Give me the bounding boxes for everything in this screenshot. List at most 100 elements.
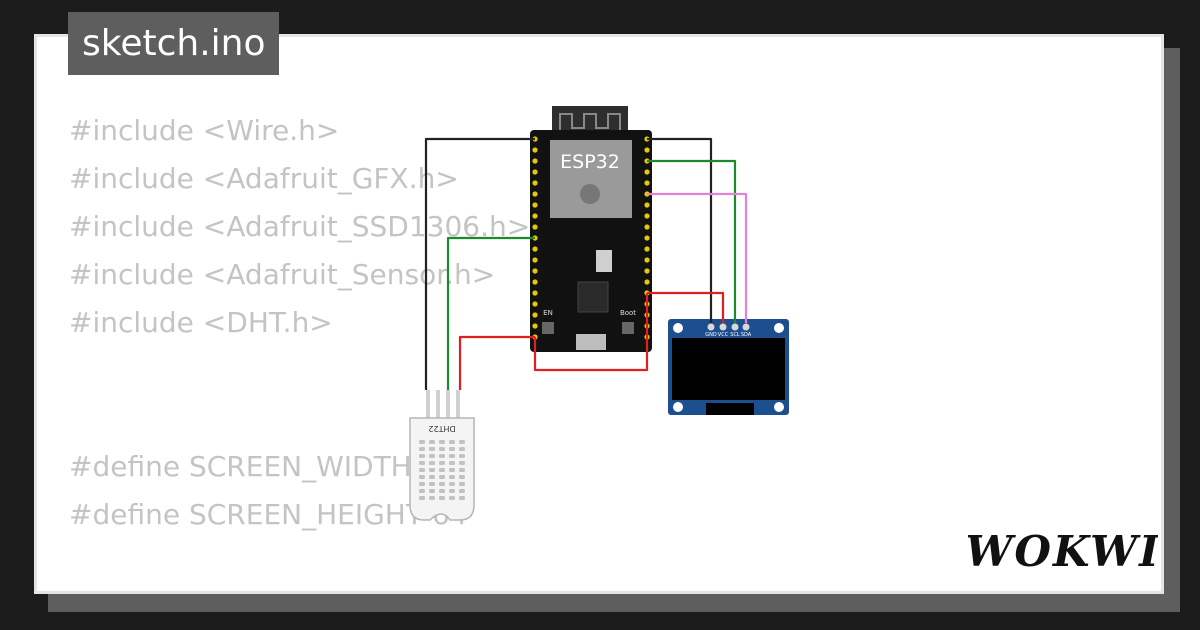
board-label: ESP32 [560,151,620,173]
grill-slot [449,461,455,465]
grill-slot [449,475,455,479]
header-pin [644,268,650,274]
wire-power-loop [533,293,649,372]
usb-connector [576,334,606,350]
oled-screen [672,338,785,400]
header-pin [532,290,538,296]
grill-slot [419,454,425,458]
grill-slot [419,468,425,472]
header-pin [644,235,650,241]
grill-slot [429,454,435,458]
grill-slot [459,454,465,458]
grill-slot [439,482,445,486]
header-pin [532,268,538,274]
grill-slot [459,440,465,444]
grill-slot [439,496,445,500]
wire-sensor-data [446,236,535,390]
sensor-grill [419,440,465,500]
grill-slot [449,496,455,500]
sensor-pin [436,390,440,420]
grill-slot [429,468,435,472]
wokwi-logo: WOKWI [968,527,1158,576]
grill-slot [439,475,445,479]
sensor-label: DHT22 [428,424,455,433]
wire-oled-scl [647,159,737,323]
header-pin [532,158,538,164]
header-pin [644,202,650,208]
regulator [596,250,612,272]
grill-slot [459,475,465,479]
wire-oled-vcc [647,291,725,323]
mount-hole [673,402,683,412]
header-pin [644,246,650,252]
header-pin [644,180,650,186]
oled-display: GND VCC SCL SDA [668,319,789,415]
grill-slot [449,482,455,486]
header-pin [532,246,538,252]
header-pin [532,169,538,175]
header-pin [644,224,650,230]
grill-slot [429,461,435,465]
header-pin [532,279,538,285]
boot-button [622,322,634,334]
header-pin [532,312,538,318]
grill-slot [419,461,425,465]
grill-slot [419,489,425,493]
grill-slot [419,482,425,486]
grill-slot [459,489,465,493]
grill-slot [439,461,445,465]
wire-gnd-sensor [424,137,535,390]
mount-hole [774,323,784,333]
code-line: #define SCREEN_HEIGHT 64 [69,498,468,531]
header-pin [644,213,650,219]
header-pin [644,169,650,175]
header-pin [644,257,650,263]
usb-chip [577,281,609,313]
code-line: #include <DHT.h> [69,306,333,339]
grill-slot [419,475,425,479]
wire-gnd-oled [647,137,713,323]
wire-sensor-vcc [458,335,535,390]
boot-label: Boot [620,309,636,317]
wire-oled-sda [647,192,748,323]
header-pin [532,202,538,208]
wires [424,137,748,390]
code-line: #include <Adafruit_GFX.h> [69,162,459,195]
dht22-sensor: DHT22 [409,390,475,521]
grill-slot [429,496,435,500]
grill-slot [459,496,465,500]
grill-slot [429,482,435,486]
en-label: EN [543,309,553,317]
header-pin [532,180,538,186]
espressif-logo-icon [580,184,600,204]
grill-slot [439,489,445,493]
pin-label-vcc: VCC [718,332,729,338]
grill-slot [429,489,435,493]
grill-slot [439,447,445,451]
mount-hole [673,323,683,333]
oled-pin-scl [731,323,739,331]
pin-label-gnd: GND [705,332,717,338]
grill-slot [449,454,455,458]
header-pin [644,147,650,153]
header-pin [532,257,538,263]
code-line: #include <Wire.h> [69,114,340,147]
grill-slot [449,468,455,472]
grill-slot [439,468,445,472]
grill-slot [429,440,435,444]
oled-pin-sda [742,323,750,331]
grill-slot [459,468,465,472]
shield-can [550,140,632,218]
esp32-board: ESP32 Boot EN [530,106,652,352]
file-tab[interactable]: sketch.ino [68,12,280,75]
oled-pin-gnd [707,323,715,331]
grill-slot [419,447,425,451]
grill-slot [439,440,445,444]
code-line: #include <Adafruit_Sensor.h> [69,258,496,291]
grill-slot [449,447,455,451]
grill-slot [429,475,435,479]
logo-text: WOKWI [968,527,1158,576]
grill-slot [449,440,455,444]
mount-hole [774,402,784,412]
